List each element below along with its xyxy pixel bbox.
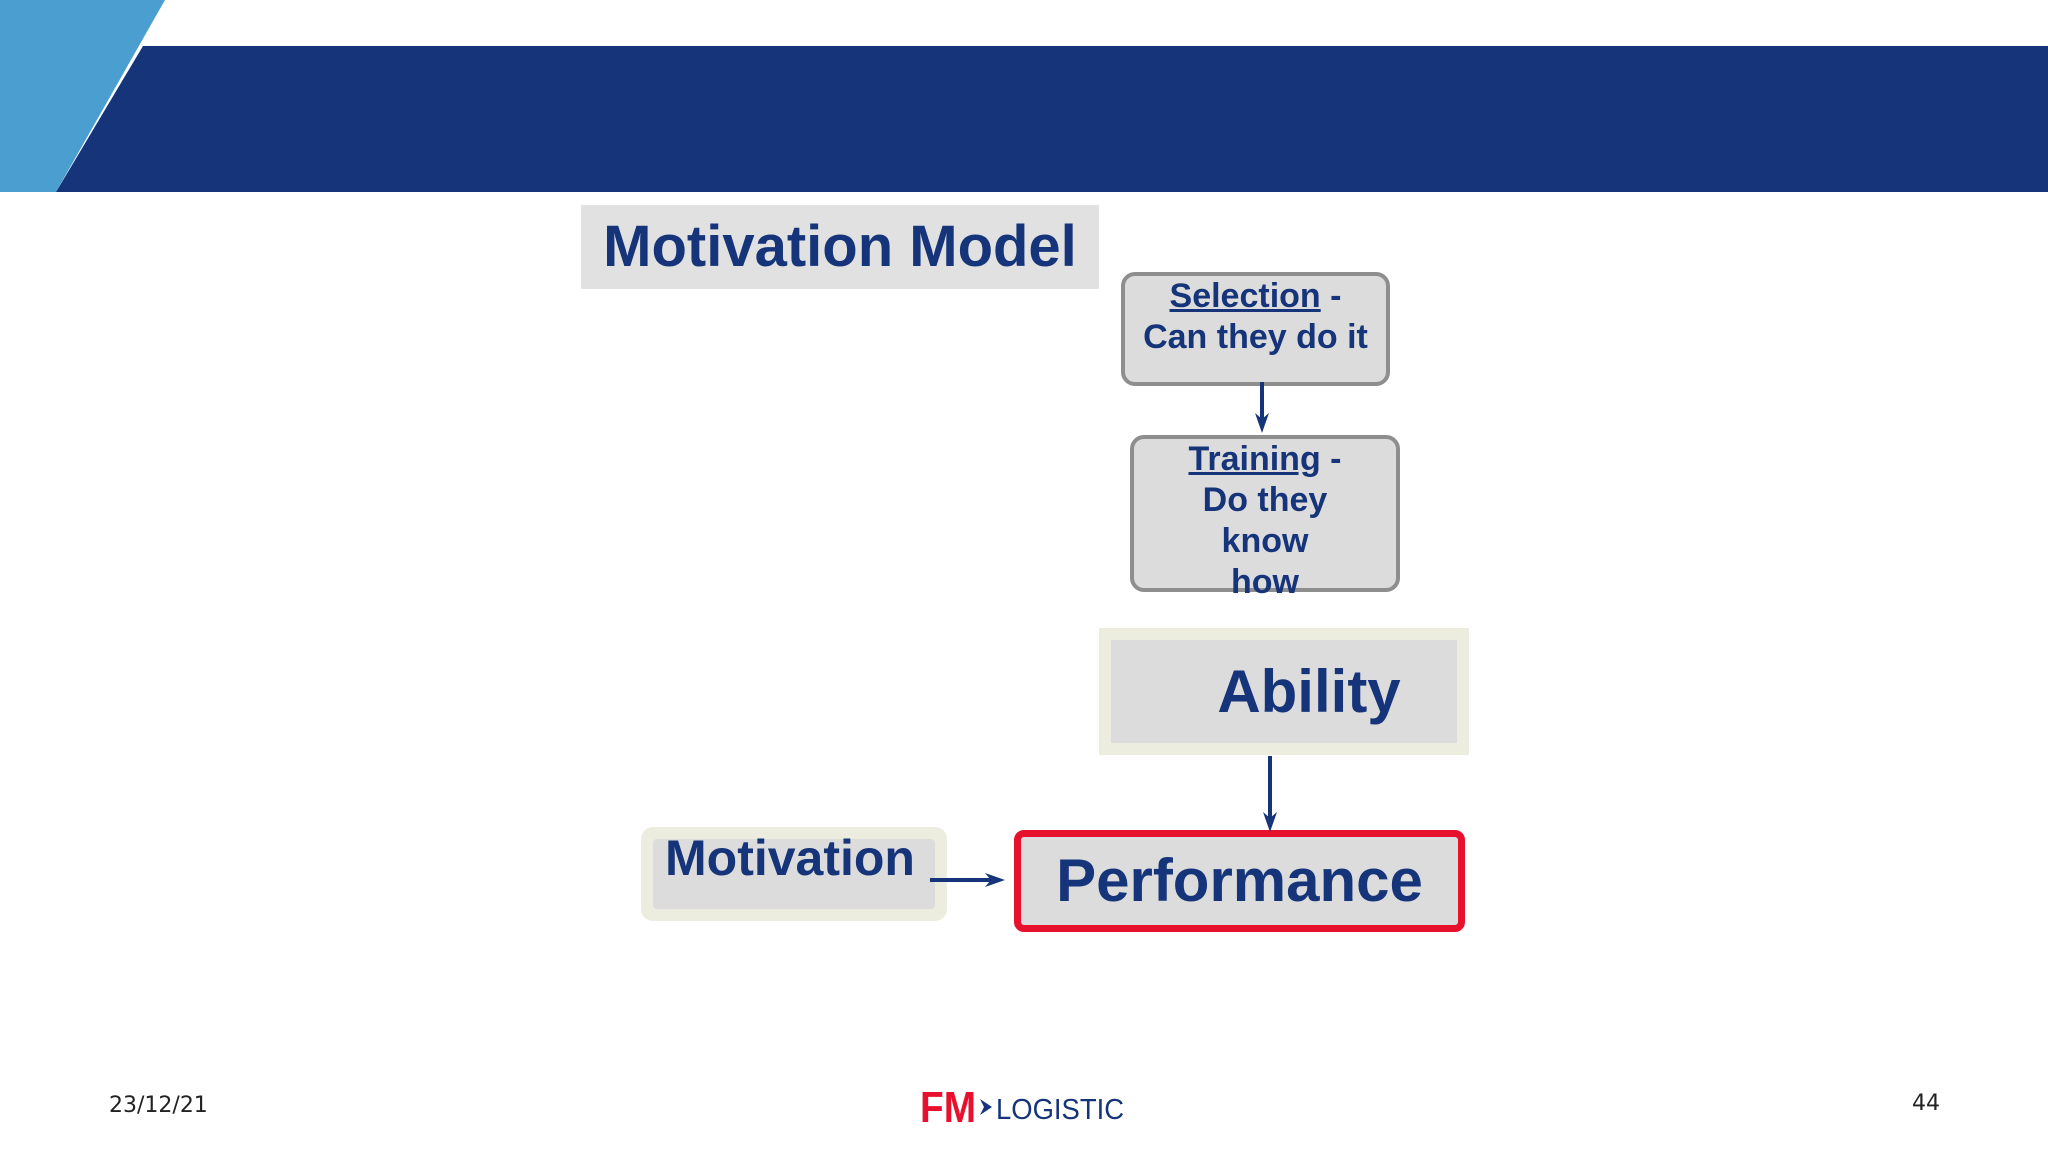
page-number: 44: [1912, 1091, 1940, 1116]
motivation-fill: [653, 839, 935, 909]
ability-box: Ability: [1099, 628, 1469, 755]
selection-box: Selection - Can they do it: [1121, 272, 1390, 386]
header-banner: [0, 0, 2048, 192]
fm-logistic-logo: FM LOGISTIC: [920, 1085, 1124, 1129]
slide-title: Motivation Model: [581, 205, 1099, 289]
training-dash: -: [1320, 440, 1342, 478]
arrowhead-training: [1255, 413, 1269, 433]
selection-dash: -: [1320, 277, 1342, 315]
ability-label: Ability: [1111, 640, 1457, 743]
logo-arrow-icon: [980, 1099, 992, 1115]
training-box: Training - Do they know how: [1130, 435, 1400, 601]
motivation-label: Motivation: [665, 830, 915, 886]
training-keyword: Training: [1188, 440, 1321, 478]
selection-keyword: Selection: [1169, 277, 1321, 315]
arrowhead-performance-left: [985, 873, 1005, 887]
arrowhead-performance-top: [1263, 812, 1277, 832]
motivation-box: Motivation: [641, 827, 947, 921]
banner-navy-bar: [56, 46, 2048, 192]
logo-logistic-text: LOGISTIC: [996, 1094, 1124, 1126]
training-text: Do they know how: [1202, 481, 1328, 601]
selection-text: Can they do it: [1143, 318, 1368, 356]
performance-box: Performance: [1014, 830, 1465, 932]
slide-date: 23/12/21: [109, 1093, 208, 1118]
logo-fm-text: FM: [920, 1085, 976, 1129]
banner-light-blue-shape: [0, 0, 165, 192]
